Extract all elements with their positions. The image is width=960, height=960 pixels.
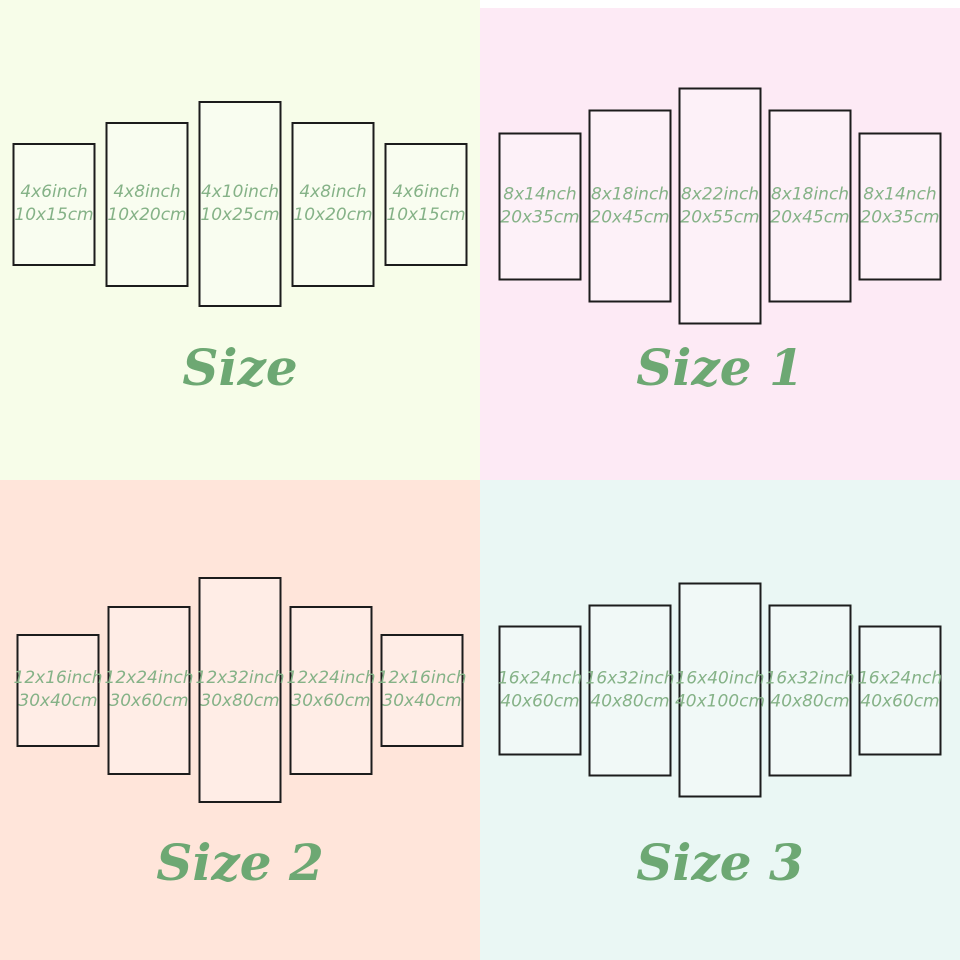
- size-title: Size 3: [636, 833, 804, 892]
- size-title: Size 1: [636, 338, 804, 397]
- size-title: Size 2: [156, 833, 324, 892]
- white-strip: [480, 0, 960, 8]
- size-title: Size: [182, 338, 298, 397]
